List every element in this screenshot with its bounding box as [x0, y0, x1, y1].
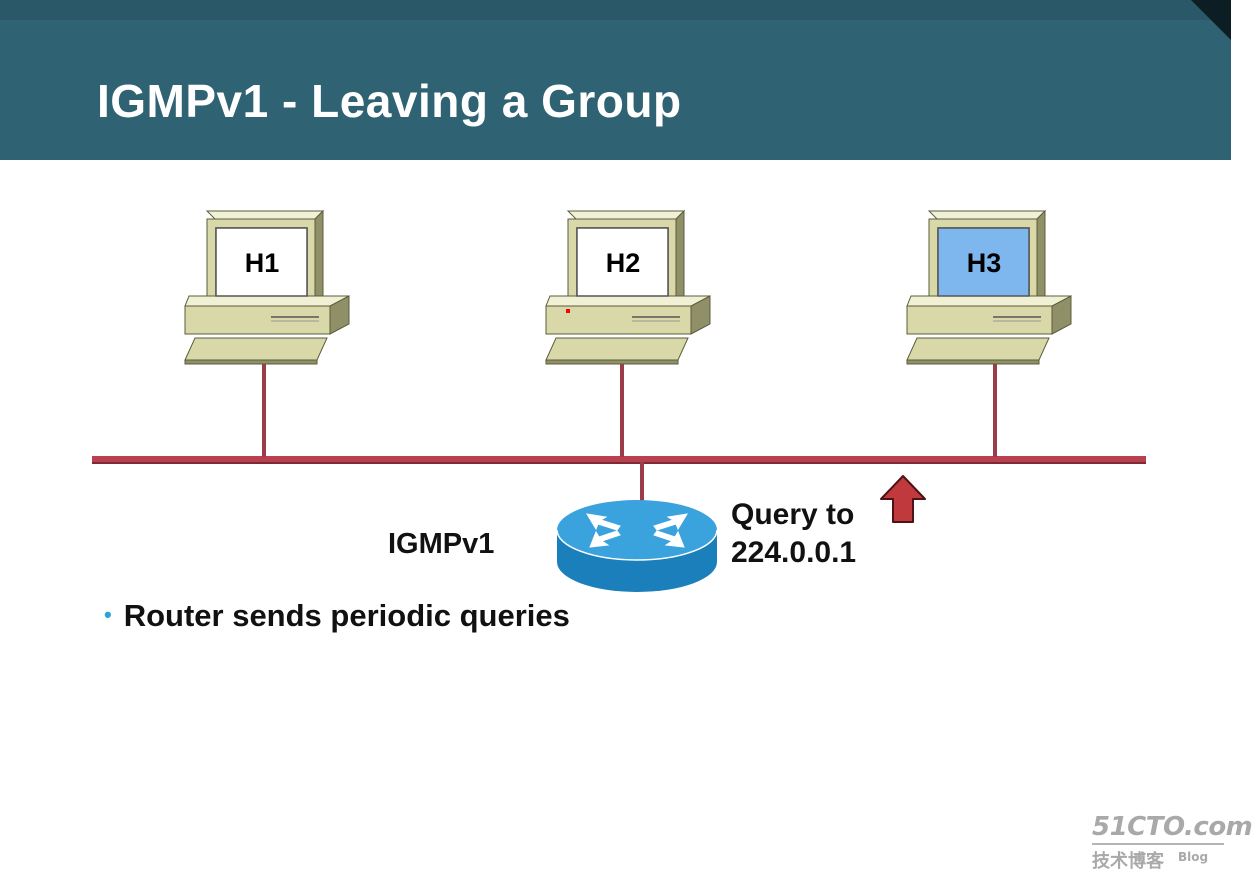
h2-drop-line [620, 358, 624, 457]
watermark-logo: 51CTO.com [1092, 812, 1252, 842]
title-bar: IGMPv1 - Leaving a Group [0, 0, 1231, 160]
watermark-subtitle: 技术博客 [1092, 851, 1164, 872]
query-line-2: 224.0.0.1 [731, 536, 857, 569]
h1-screen [215, 227, 308, 297]
host-h3: H3 [906, 210, 1072, 365]
title-bar-corner [1191, 0, 1231, 40]
bullet-text: Router sends periodic queries [123, 598, 570, 633]
router-caption: IGMPv1 [388, 528, 495, 560]
watermark-tag: Blog [1178, 850, 1209, 864]
h1-label: H1 [245, 248, 280, 278]
h2-label: H2 [606, 248, 641, 278]
slide-title: IGMPv1 - Leaving a Group [97, 75, 682, 127]
up-arrow-icon [880, 475, 926, 523]
host-h2: H2 [545, 210, 711, 365]
h3-drop-line [993, 358, 997, 457]
lan-segment [92, 456, 1146, 462]
h3-label: H3 [967, 248, 1002, 278]
watermark-divider [1092, 843, 1224, 845]
title-bar-stripe [0, 0, 1231, 20]
query-line-1: Query to [731, 498, 855, 531]
bullet-list: • Router sends periodic queries [104, 598, 570, 634]
lan-segment-shadow [92, 462, 1146, 464]
host-h1: H1 [184, 210, 350, 365]
h2-screen [576, 227, 669, 297]
router-drop-line [640, 462, 644, 502]
h1-drop-line [262, 358, 266, 457]
h3-screen [937, 227, 1030, 297]
router-icon [556, 500, 718, 592]
watermark: 51CTO.com 技术博客 Blog [1092, 812, 1252, 873]
query-label: Query to 224.0.0.1 [731, 496, 856, 572]
bullet-marker: • [104, 602, 112, 627]
h2-activity-led [566, 309, 570, 313]
